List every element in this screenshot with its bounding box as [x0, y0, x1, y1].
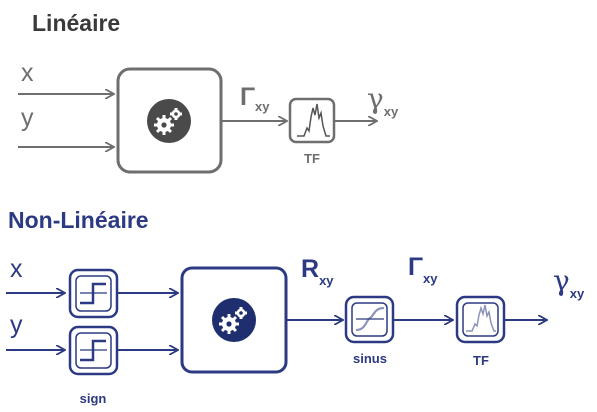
linear-tf-box: [288, 97, 336, 144]
linear-title: Linéaire: [32, 10, 120, 36]
linear-gears-icon: [145, 97, 193, 145]
linear-input-y: y: [21, 104, 34, 132]
linear-spectrum-icon: [297, 103, 330, 137]
nonlinear-input-y: y: [10, 311, 23, 339]
linear-tf-label: TF: [304, 151, 320, 166]
nonlinear-r-label: Rxy: [301, 255, 334, 288]
nonlinear-spectrum-icon: [466, 304, 496, 332]
nonlinear-tf-label: TF: [473, 353, 489, 368]
sinus-label: sinus: [353, 351, 387, 366]
nonlinear-gamma-label: Γxy: [408, 253, 438, 286]
nonlinear-output-label: γxy: [553, 264, 585, 301]
linear-gamma-label: Γxy: [240, 83, 270, 114]
nonlinear-input-x: x: [10, 255, 23, 283]
linear-output-label: γxy: [367, 82, 399, 119]
linear-input-x: x: [21, 59, 34, 87]
nonlinear-title: Non-Linéaire: [8, 207, 149, 233]
sigmoid-icon: [355, 306, 385, 332]
sign-label: sign: [80, 391, 107, 406]
nonlinear-gears-icon: [212, 298, 256, 342]
